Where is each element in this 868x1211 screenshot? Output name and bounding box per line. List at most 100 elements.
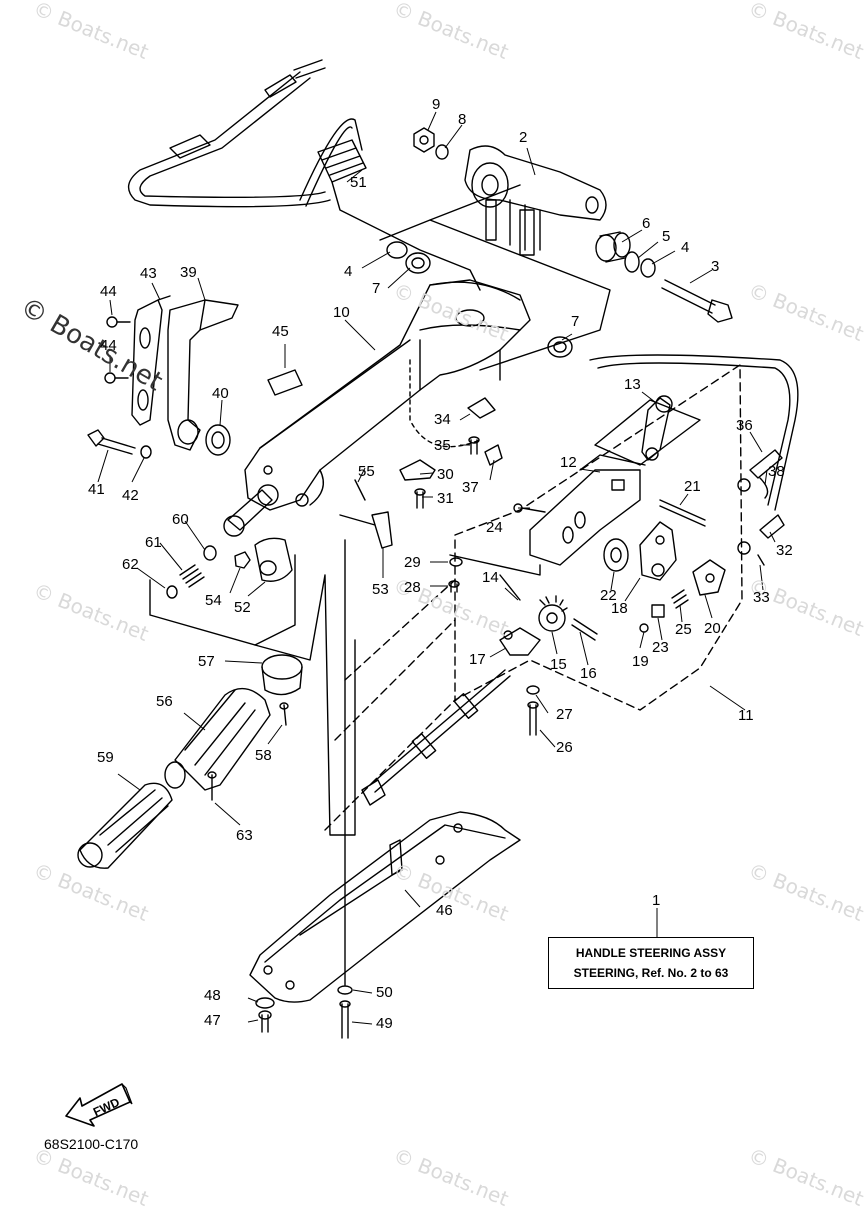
callout-29: 29: [404, 554, 421, 571]
callout-59: 59: [97, 749, 114, 766]
callout-21: 21: [684, 478, 701, 495]
callout-44: 44: [100, 283, 117, 300]
callout-14: 14: [482, 569, 499, 586]
callout-9: 9: [432, 96, 441, 113]
callout-27: 27: [556, 706, 573, 723]
plate-20: [692, 559, 726, 596]
control-cable: [127, 59, 363, 208]
callout-1: 1: [652, 892, 661, 909]
callout-51: 51: [350, 174, 367, 191]
washer-29: [449, 557, 463, 567]
grip-ring-57: [261, 654, 303, 696]
callout-11: 11: [738, 707, 754, 724]
bolt-41: [87, 429, 136, 455]
callout-3: 3: [711, 258, 720, 275]
callout-16: 16: [580, 665, 597, 682]
callout-6: 6: [642, 215, 651, 232]
clip-33: [757, 554, 765, 566]
bracket-2: [464, 145, 607, 256]
bolt-3: [661, 279, 733, 323]
callout-18: 18: [611, 600, 628, 617]
bushing-7a: [405, 252, 431, 274]
screw-44b: [104, 372, 129, 384]
cam-18: [639, 521, 677, 581]
callout-31: 31: [437, 490, 454, 507]
clip-37: [484, 444, 503, 466]
callout-17: 17: [469, 651, 486, 668]
callout-8: 8: [458, 111, 467, 128]
link-17: [499, 627, 541, 656]
callout-57: 57: [198, 653, 215, 670]
callout-19: 19: [632, 653, 649, 670]
collar-52: [254, 537, 293, 582]
callout-39: 39: [180, 264, 197, 281]
callout-37: 37: [462, 479, 479, 496]
callout-43: 43: [140, 265, 157, 282]
callout-7: 7: [571, 313, 580, 330]
ref-line-14: [449, 554, 541, 601]
callout-41: 41: [88, 481, 105, 498]
callout-38: 38: [768, 463, 785, 480]
ref-lines-b: [254, 574, 356, 836]
screw-58: [279, 702, 289, 726]
fwd-arrow-icon: FWD: [65, 1083, 133, 1127]
washer-42: [140, 445, 152, 459]
block-23: [651, 604, 665, 618]
lever-13: [641, 395, 673, 461]
callout-13: 13: [624, 376, 641, 393]
shift-cable: [589, 354, 799, 555]
grommet-51: [317, 139, 481, 291]
washer-27: [526, 685, 540, 695]
callout-5: 5: [662, 228, 671, 245]
callout-58: 58: [255, 747, 272, 764]
steering-bracket-10: [244, 279, 531, 511]
callout-15: 15: [550, 656, 567, 673]
shaft-21: [659, 499, 706, 527]
ref-lines-a: [149, 554, 296, 646]
callout-4: 4: [681, 239, 690, 256]
screw-31: [414, 488, 426, 509]
callout-7: 7: [372, 280, 381, 297]
adjuster-53: [339, 511, 393, 549]
callout-2: 2: [519, 129, 528, 146]
callout-56: 56: [156, 693, 173, 710]
screw-63: [207, 771, 217, 801]
gear-15: [538, 595, 568, 632]
washer-50: [337, 985, 353, 995]
nut-54: [234, 551, 251, 569]
callout-49: 49: [376, 1015, 393, 1032]
throttle-grip-56: [164, 687, 271, 791]
callout-40: 40: [212, 385, 229, 402]
throttle-shaft: [223, 484, 279, 537]
callout-26: 26: [556, 739, 573, 756]
callout-4: 4: [344, 263, 353, 280]
callout-30: 30: [437, 466, 454, 483]
callout-10: 10: [333, 304, 350, 321]
spring-25: [671, 589, 689, 609]
bracket-12: [529, 454, 646, 566]
callout-53: 53: [372, 581, 389, 598]
pin-55: [354, 479, 366, 501]
screw-35: [468, 436, 480, 455]
diagram-code: 68S2100-C170: [44, 1136, 139, 1152]
dashed-box-11: [454, 364, 743, 711]
bushing-40: [205, 424, 231, 456]
spring-61: [179, 564, 205, 588]
ref-frame-13: [594, 399, 701, 466]
assembly-title: HANDLE STEERING ASSY: [575, 946, 727, 960]
screw-26: [527, 701, 539, 736]
callout-48: 48: [204, 987, 221, 1004]
callout-60: 60: [172, 511, 189, 528]
dashed-lines-center: [324, 579, 456, 831]
callout-12: 12: [560, 454, 577, 471]
callout-45: 45: [272, 323, 289, 340]
callout-50: 50: [376, 984, 393, 1001]
callout-33: 33: [753, 589, 770, 606]
callout-54: 54: [205, 592, 222, 609]
clamp-34: [467, 397, 496, 419]
pin-16: [571, 618, 598, 641]
clamp-30: [399, 459, 436, 481]
callout-24: 24: [486, 519, 503, 536]
washer-5: [624, 251, 640, 273]
